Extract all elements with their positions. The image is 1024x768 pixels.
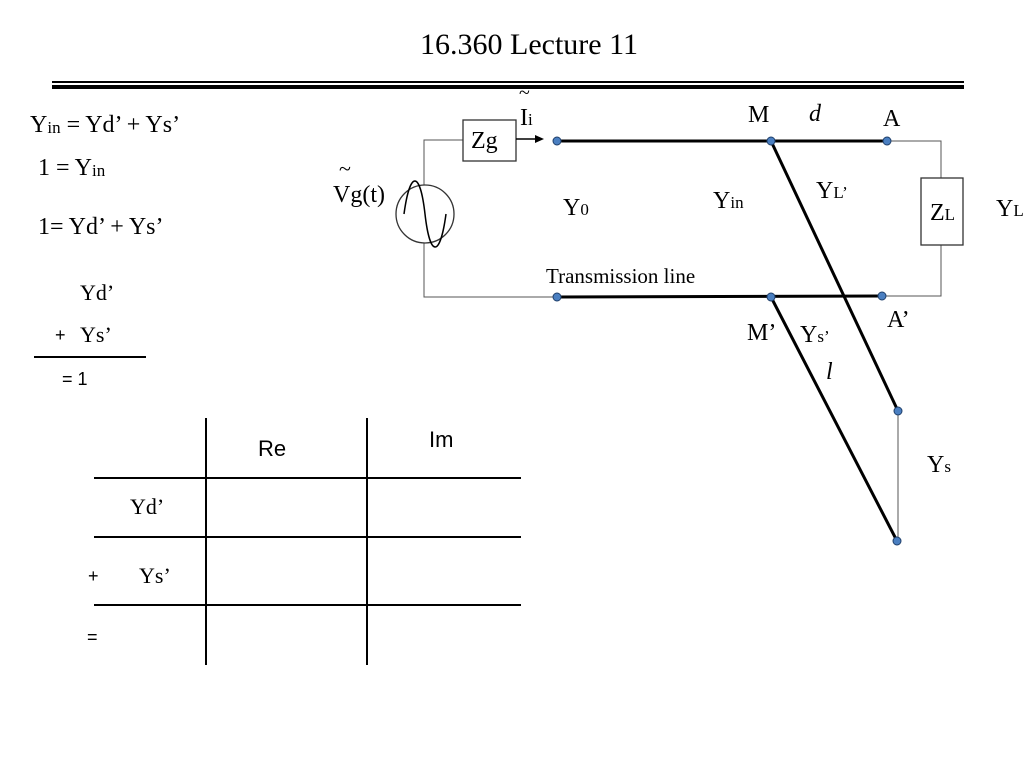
slide-title: 16.360 Lecture 11: [420, 28, 638, 61]
wire-load-top: [887, 140, 942, 178]
source-label: Vg(t): [333, 182, 385, 208]
table-row-label-yd: Yd’: [130, 494, 165, 519]
table-hline-3: [94, 604, 521, 606]
wire-load-bottom: [882, 245, 942, 297]
equation-yin: Yin = Yd’ + Ys’: [30, 112, 181, 138]
stub-line-bottom: [769, 296, 899, 542]
yl-label: YL: [996, 196, 1024, 222]
zl-label: ZL: [930, 200, 956, 226]
length-l-label: l: [826, 359, 833, 385]
current-label: Ii: [520, 105, 533, 131]
node-dot: [877, 291, 887, 301]
table-vline-2: [366, 418, 368, 665]
node-dot: [893, 406, 903, 416]
wire-source-bottom: [423, 242, 557, 298]
table-header-im: Im: [429, 427, 454, 452]
length-d-label: d: [809, 101, 821, 127]
node-dot: [892, 536, 902, 546]
ys-label: Ys: [927, 452, 951, 478]
tline-bottom: [556, 294, 883, 299]
y0-label: Y0: [563, 195, 589, 221]
node-aprime-label: A’: [887, 307, 910, 333]
title-rule-thick: [52, 85, 964, 89]
yl-prime-label: YL’: [816, 178, 848, 204]
arrowhead-icon: [535, 135, 544, 143]
table-hline-2: [94, 536, 521, 538]
node-m-label: M: [748, 102, 770, 128]
node-dot: [882, 136, 892, 146]
sum-row-ys: Ys’: [80, 322, 112, 347]
node-dot: [552, 136, 562, 146]
sum-result: = 1: [62, 369, 88, 389]
table-header-re: Re: [258, 436, 287, 461]
yin-label: Yin: [713, 188, 744, 214]
current-tilde: ~: [519, 82, 530, 104]
equation-one-yin: 1 = Yin: [38, 155, 106, 181]
table-hline-1: [94, 477, 521, 479]
stub-line-top: [769, 140, 900, 412]
wire-source-top: [423, 139, 463, 186]
sum-plus-sign: +: [55, 325, 66, 345]
node-mprime-label: M’: [747, 320, 777, 346]
zl-box: [920, 177, 964, 246]
zg-box: [462, 119, 517, 162]
sum-row-yd: Yd’: [80, 280, 115, 305]
source-tilde: ~: [339, 156, 351, 181]
tline-label: Transmission line: [546, 264, 696, 288]
title-rule: [52, 81, 964, 83]
node-dot: [766, 292, 776, 302]
ys-prime-label: Ys’: [800, 322, 830, 348]
sum-rule: [34, 356, 146, 358]
equation-one-sum: 1= Yd’ + Ys’: [38, 214, 164, 240]
table-row-sign-equals: =: [87, 627, 98, 647]
table-vline-1: [205, 418, 207, 665]
node-a-label: A: [883, 106, 901, 132]
table-row-label-ys: Ys’: [139, 563, 171, 588]
node-dot: [552, 292, 562, 302]
zg-label: Zg: [471, 128, 498, 154]
table-row-sign-plus: +: [88, 566, 99, 586]
sine-wave-icon: [403, 180, 447, 248]
node-dot: [766, 136, 776, 146]
